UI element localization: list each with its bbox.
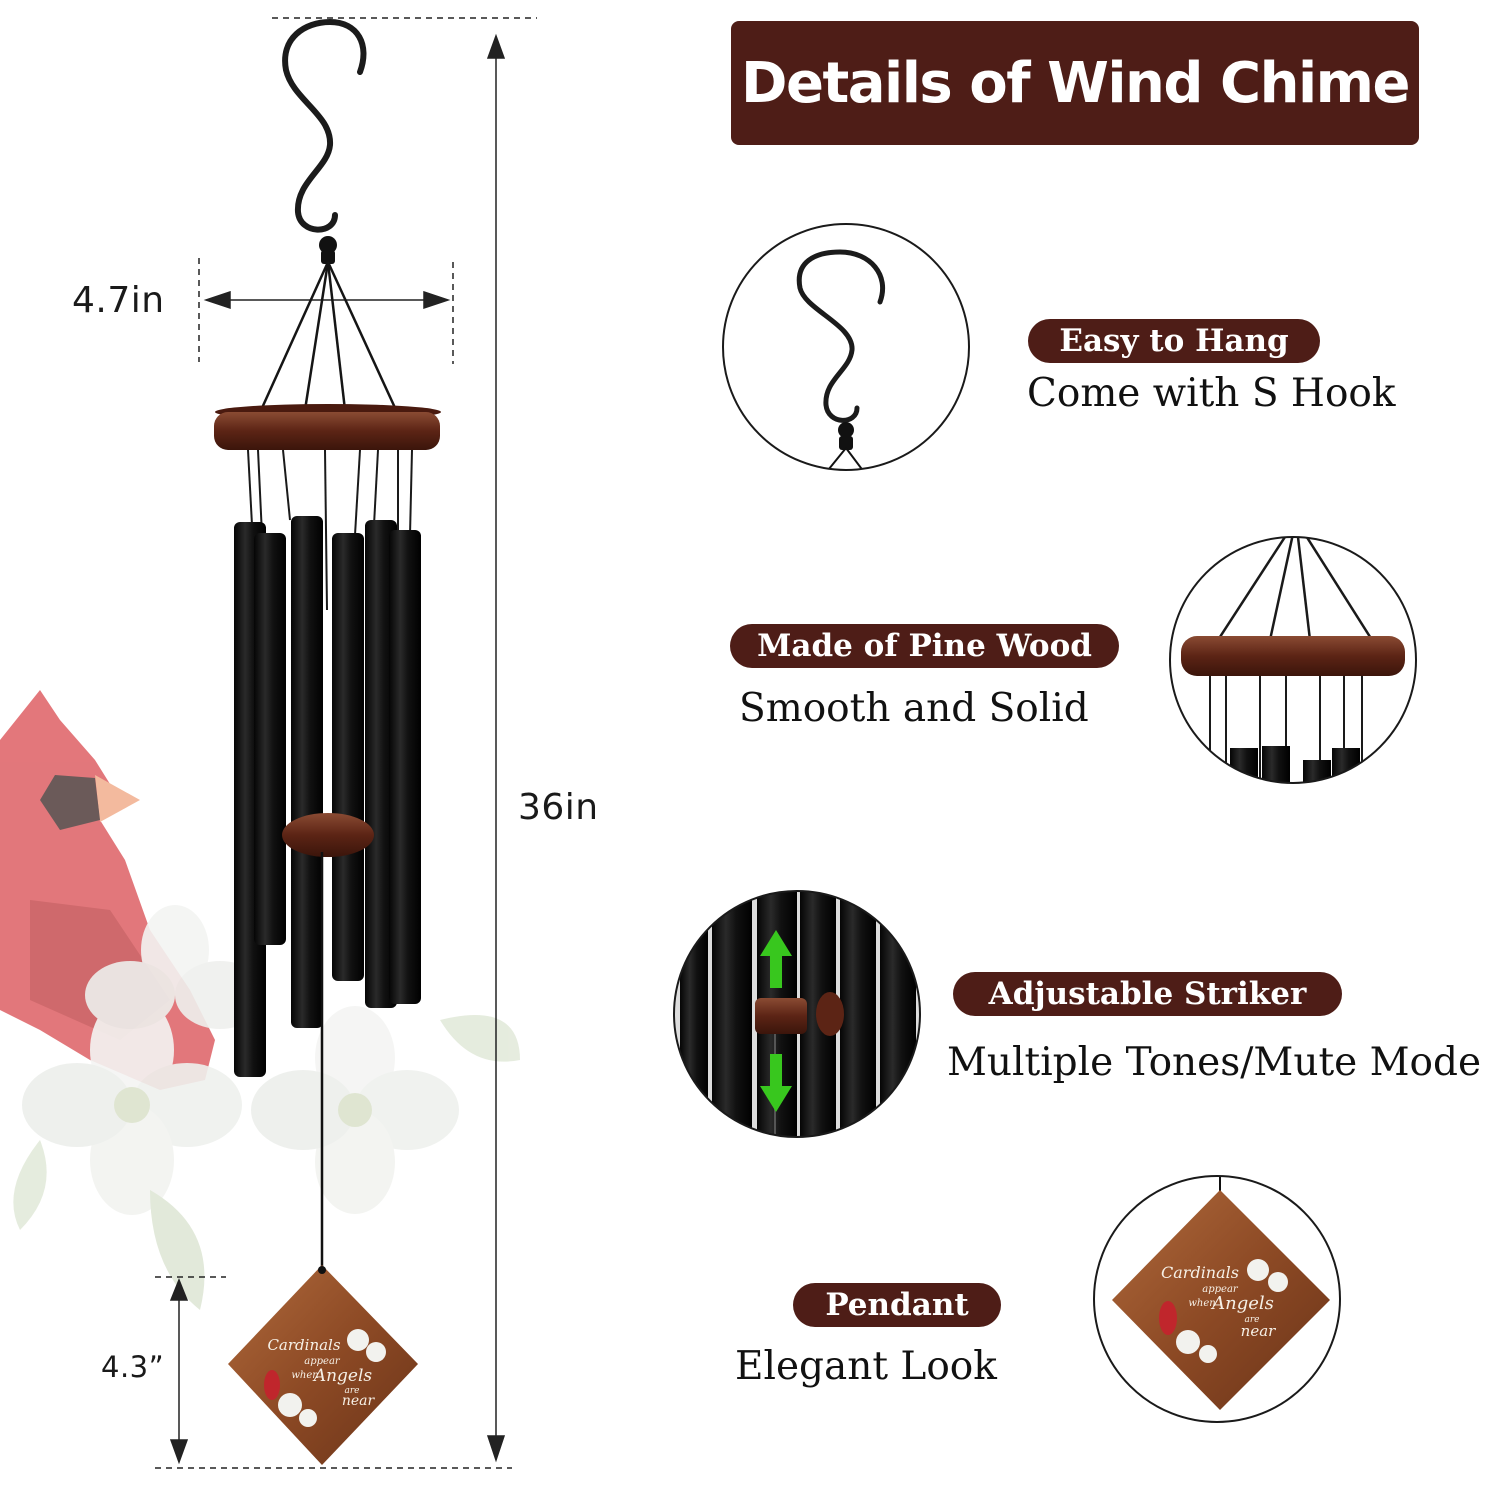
pendant-text-line2: appear	[304, 1356, 341, 1367]
wind-chime	[214, 18, 441, 1268]
feature-desc-pendant: Elegant Look	[735, 1344, 997, 1389]
pendant-tag	[228, 1265, 418, 1465]
feature-title-pendant: Pendant	[793, 1283, 1001, 1327]
feature-desc-easy-to-hang: Come with S Hook	[1027, 371, 1396, 416]
height-dimension-label: 36in	[518, 787, 599, 828]
pendant-dimension-label: 4.3”	[101, 1350, 165, 1384]
pendant-detail-line2: appear	[1202, 1284, 1239, 1295]
pendant-text-line3: when	[291, 1370, 318, 1381]
wood-ring-detail-circle	[1169, 536, 1417, 784]
feature-desc-adjustable-striker: Multiple Tones/Mute Mode	[947, 1040, 1482, 1085]
feature-title-adjustable-striker: Adjustable Striker	[953, 972, 1342, 1016]
pendant-text-line6: near	[342, 1393, 376, 1409]
pendant-detail-line5: are	[1245, 1315, 1260, 1325]
pendant-text-line1: Cardinals	[267, 1336, 340, 1354]
dimension-guides	[155, 17, 537, 1469]
pendant-text-line4: Angels	[312, 1366, 373, 1386]
pendant-inscription: Cardinals appear when Angels are near	[267, 1336, 375, 1409]
pendant-detail-circle	[1093, 1175, 1341, 1423]
pendant-detail-line4: Angels	[1210, 1293, 1274, 1314]
striker-detail-circle	[673, 890, 921, 1138]
page-title: Details of Wind Chime	[741, 50, 1410, 116]
pendant-text-line5: are	[345, 1386, 360, 1396]
feature-desc-pine-wood: Smooth and Solid	[739, 686, 1089, 731]
up-arrow-icon	[760, 930, 792, 988]
pendant-detail-inscription: Cardinals appear when Angels are near	[1161, 1263, 1276, 1340]
down-arrow-icon	[760, 1054, 792, 1112]
pendant-detail-line1: Cardinals	[1161, 1263, 1239, 1282]
feature-title-easy-to-hang: Easy to Hang	[1028, 319, 1320, 363]
s-hook-icon	[282, 18, 367, 233]
pendant-detail-line3: when	[1188, 1298, 1215, 1309]
s-hook-icon	[796, 249, 886, 423]
hook-detail-circle	[722, 223, 970, 471]
width-dimension-label: 4.7in	[72, 280, 165, 321]
title-banner: Details of Wind Chime	[731, 21, 1419, 145]
pendant-detail-line6: near	[1241, 1322, 1276, 1340]
feature-title-pine-wood: Made of Pine Wood	[730, 624, 1119, 668]
